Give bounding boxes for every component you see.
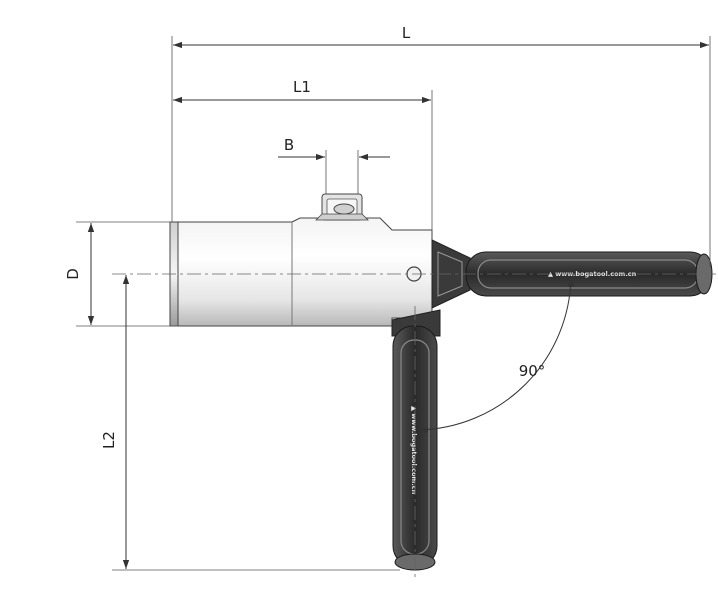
dimension-L-label: L <box>402 24 411 42</box>
angle-label: 90° <box>519 362 546 380</box>
dimension-D-label: D <box>64 268 82 280</box>
dimension-L: L <box>173 24 709 49</box>
dimension-B: B <box>278 136 390 161</box>
dimension-L1: L1 <box>173 78 431 104</box>
dimension-D: D <box>64 223 95 325</box>
vertical-handle-marking: ▲ www.bogatool.com.cn <box>410 406 418 495</box>
dimension-B-label: B <box>284 136 294 154</box>
dimension-L2: L2 <box>100 275 130 569</box>
angle-dimension: 90° <box>418 277 574 433</box>
dimension-L1-label: L1 <box>293 78 311 96</box>
vertical-handle: ▲ www.bogatool.com.cn <box>391 309 441 571</box>
square-drive-detent <box>333 203 355 215</box>
dimension-L2-label: L2 <box>100 431 118 449</box>
tool-body <box>169 217 433 327</box>
square-drive <box>315 193 369 221</box>
